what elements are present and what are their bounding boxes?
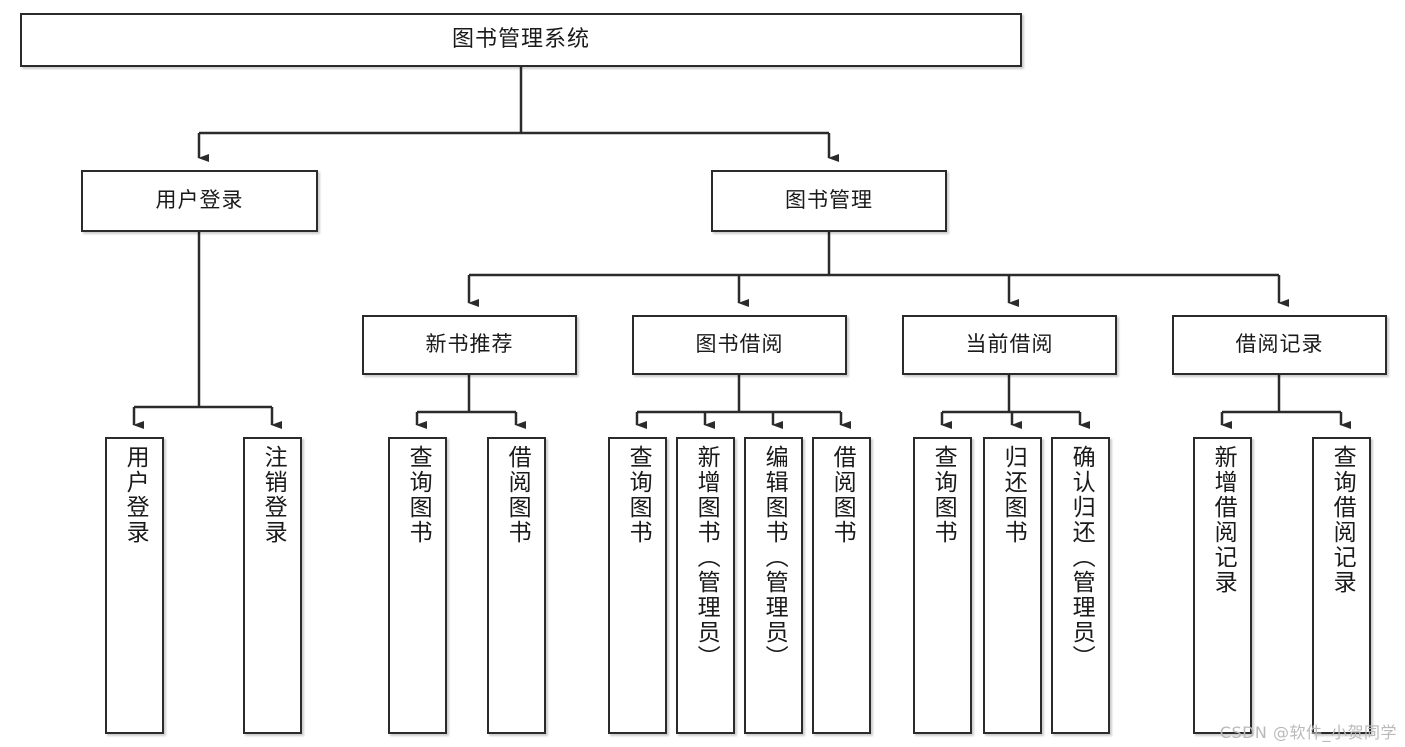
node-leaf-confirm-return-admin[interactable]: 确认归还（管理员） bbox=[1051, 437, 1110, 734]
node-leaf-query-borrow-record[interactable]: 查询借阅记录 bbox=[1312, 437, 1371, 734]
node-leaf-add-book-admin[interactable]: 新增图书（管理员） bbox=[676, 437, 735, 734]
node-leaf-borrow-book-1-label: 借阅图书 bbox=[504, 445, 531, 545]
node-leaf-borrow-book-2-label: 借阅图书 bbox=[829, 445, 856, 545]
node-leaf-query-book-1[interactable]: 查询图书 bbox=[388, 437, 447, 734]
node-leaf-query-book-2[interactable]: 查询图书 bbox=[608, 437, 667, 734]
node-book-borrow[interactable]: 图书借阅 bbox=[632, 315, 847, 375]
node-leaf-borrow-book-1[interactable]: 借阅图书 bbox=[487, 437, 546, 734]
node-new-book-recommend-label: 新书推荐 bbox=[425, 332, 514, 357]
node-root[interactable]: 图书管理系统 bbox=[20, 13, 1022, 67]
node-leaf-add-book-admin-label: 新增图书（管理员） bbox=[693, 445, 720, 670]
node-current-borrow-label: 当前借阅 bbox=[965, 332, 1054, 357]
node-leaf-user-login-label: 用户登录 bbox=[122, 445, 149, 545]
node-book-manage-label: 图书管理 bbox=[785, 188, 873, 213]
node-leaf-add-borrow-record[interactable]: 新增借阅记录 bbox=[1193, 437, 1252, 734]
node-leaf-user-login[interactable]: 用户登录 bbox=[105, 437, 164, 734]
node-leaf-query-borrow-record-label: 查询借阅记录 bbox=[1329, 445, 1356, 595]
node-borrow-record-label: 借阅记录 bbox=[1235, 332, 1324, 357]
node-new-book-recommend[interactable]: 新书推荐 bbox=[362, 315, 577, 375]
node-book-manage[interactable]: 图书管理 bbox=[711, 170, 947, 232]
node-leaf-return-book-label: 归还图书 bbox=[1000, 445, 1027, 545]
node-user-login[interactable]: 用户登录 bbox=[81, 170, 318, 232]
node-leaf-add-borrow-record-label: 新增借阅记录 bbox=[1210, 445, 1237, 595]
node-leaf-user-logout-label: 注销登录 bbox=[260, 445, 287, 545]
node-borrow-record[interactable]: 借阅记录 bbox=[1172, 315, 1387, 375]
node-root-label: 图书管理系统 bbox=[451, 26, 590, 52]
node-leaf-query-book-3-label: 查询图书 bbox=[930, 445, 957, 545]
node-leaf-return-book[interactable]: 归还图书 bbox=[983, 437, 1042, 734]
node-leaf-edit-book-admin[interactable]: 编辑图书（管理员） bbox=[744, 437, 803, 734]
node-leaf-query-book-1-label: 查询图书 bbox=[405, 445, 432, 545]
node-user-login-label: 用户登录 bbox=[155, 188, 244, 213]
node-current-borrow[interactable]: 当前借阅 bbox=[902, 315, 1117, 375]
node-leaf-confirm-return-admin-label: 确认归还（管理员） bbox=[1068, 445, 1095, 670]
node-leaf-edit-book-admin-label: 编辑图书（管理员） bbox=[761, 445, 788, 670]
node-leaf-query-book-3[interactable]: 查询图书 bbox=[913, 437, 972, 734]
node-leaf-borrow-book-2[interactable]: 借阅图书 bbox=[812, 437, 871, 734]
node-book-borrow-label: 图书借阅 bbox=[695, 332, 784, 357]
watermark: CSDN @软件_小贺同学 bbox=[1219, 723, 1397, 742]
node-leaf-user-logout[interactable]: 注销登录 bbox=[243, 437, 302, 734]
node-leaf-query-book-2-label: 查询图书 bbox=[625, 445, 652, 545]
